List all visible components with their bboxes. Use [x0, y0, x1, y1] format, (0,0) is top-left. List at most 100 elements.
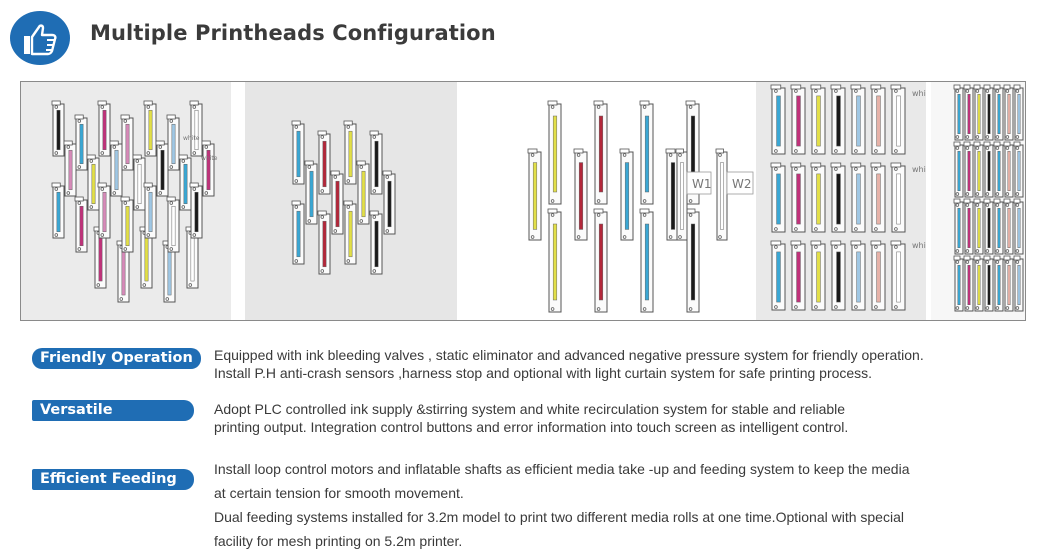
- printhead: [770, 162, 786, 233]
- printhead: [993, 255, 1004, 312]
- printhead: [993, 141, 1004, 198]
- printhead: [963, 84, 974, 141]
- printhead: [1003, 84, 1014, 141]
- printhead: [870, 240, 886, 311]
- printhead-label: white: [912, 165, 926, 174]
- printhead-label: white: [912, 89, 926, 98]
- printhead: [639, 208, 654, 313]
- printhead: [291, 200, 305, 265]
- printhead: [547, 208, 562, 313]
- printhead: [356, 160, 370, 225]
- printhead: [675, 148, 688, 241]
- printhead: [189, 182, 203, 239]
- printhead: [189, 100, 203, 157]
- panel-staggered-8-color: white white: [21, 82, 231, 320]
- feature-tag: Efficient Feeding: [32, 469, 194, 490]
- printhead-label: white: [183, 135, 200, 142]
- printhead: [343, 120, 357, 185]
- printhead: [527, 148, 542, 241]
- feature-line: at certain tension for smooth movement.: [214, 485, 464, 501]
- printhead: [317, 130, 331, 195]
- printhead: [963, 198, 974, 255]
- printhead: [593, 100, 608, 205]
- thumbs-up-badge: [10, 11, 70, 65]
- feature-line: Install P.H anti-crash sensors ,harness …: [214, 365, 873, 381]
- printhead: [120, 114, 134, 171]
- printhead: [973, 255, 984, 312]
- panel-staggered-cmyk: [245, 82, 457, 320]
- printhead: [382, 170, 396, 235]
- printhead: [870, 84, 886, 155]
- printhead: [120, 196, 134, 253]
- printhead: [74, 196, 88, 253]
- printhead: [993, 84, 1004, 141]
- printhead: [963, 255, 974, 312]
- printhead: [619, 148, 634, 241]
- printhead: [369, 210, 383, 275]
- printhead: [1013, 255, 1024, 312]
- printhead: [890, 162, 906, 233]
- page-title: Multiple Printheads Configuration: [90, 21, 496, 45]
- panel-grid-dense: [931, 82, 1025, 320]
- printhead: [1013, 84, 1024, 141]
- printhead: [685, 208, 700, 313]
- feature-line: facility for mesh printing on 5.2m print…: [214, 533, 463, 549]
- printhead: [715, 148, 728, 241]
- printhead: [343, 200, 357, 265]
- printhead: [1013, 198, 1024, 255]
- printhead: [850, 162, 866, 233]
- printhead: [953, 198, 964, 255]
- printhead: [201, 140, 215, 197]
- printhead: [369, 130, 383, 195]
- printhead: [983, 84, 994, 141]
- printhead: [166, 196, 180, 253]
- feature-line: Equipped with ink bleeding valves , stat…: [214, 347, 924, 363]
- printhead: [790, 84, 806, 155]
- printhead: [304, 160, 318, 225]
- printhead: [810, 84, 826, 155]
- printhead: [593, 208, 608, 313]
- printhead: [963, 141, 974, 198]
- printhead: [109, 140, 123, 197]
- page-header: Multiple Printheads Configuration: [10, 3, 610, 65]
- printhead: [51, 182, 65, 239]
- printhead: [790, 162, 806, 233]
- printhead: [770, 240, 786, 311]
- printhead: [973, 141, 984, 198]
- printhead: [890, 84, 906, 155]
- printhead: [51, 100, 65, 157]
- printhead: [1013, 141, 1024, 198]
- printhead: [850, 240, 866, 311]
- feature-line: Dual feeding systems installed for 3.2m …: [214, 509, 904, 525]
- printhead: [166, 114, 180, 171]
- printhead: [573, 148, 588, 241]
- printhead: [143, 100, 157, 157]
- panel-grid-white: white white white: [756, 82, 926, 320]
- printhead: [291, 120, 305, 185]
- printhead: [178, 154, 192, 211]
- printhead: [993, 198, 1004, 255]
- feature-line: printing output. Integration control but…: [214, 419, 849, 435]
- feature-line: Install loop control motors and inflatab…: [214, 461, 910, 477]
- printhead: [1003, 141, 1014, 198]
- printhead: [155, 140, 169, 197]
- printhead: [983, 141, 994, 198]
- printhead-label: white: [912, 241, 926, 250]
- printhead: [810, 162, 826, 233]
- printhead: [830, 84, 846, 155]
- feature-tag: Friendly Operation: [32, 348, 201, 369]
- printhead: [1003, 198, 1014, 255]
- thumbs-up-icon: [24, 24, 57, 56]
- printhead-label: white: [201, 155, 218, 162]
- printhead: [143, 182, 157, 239]
- printhead: [830, 162, 846, 233]
- printhead: [132, 154, 146, 211]
- printhead: [74, 114, 88, 171]
- printhead: [953, 84, 964, 141]
- printhead: [953, 255, 964, 312]
- printhead: [639, 100, 654, 205]
- printhead: [983, 198, 994, 255]
- printhead: [330, 170, 344, 235]
- printhead-label: W1: [692, 177, 712, 191]
